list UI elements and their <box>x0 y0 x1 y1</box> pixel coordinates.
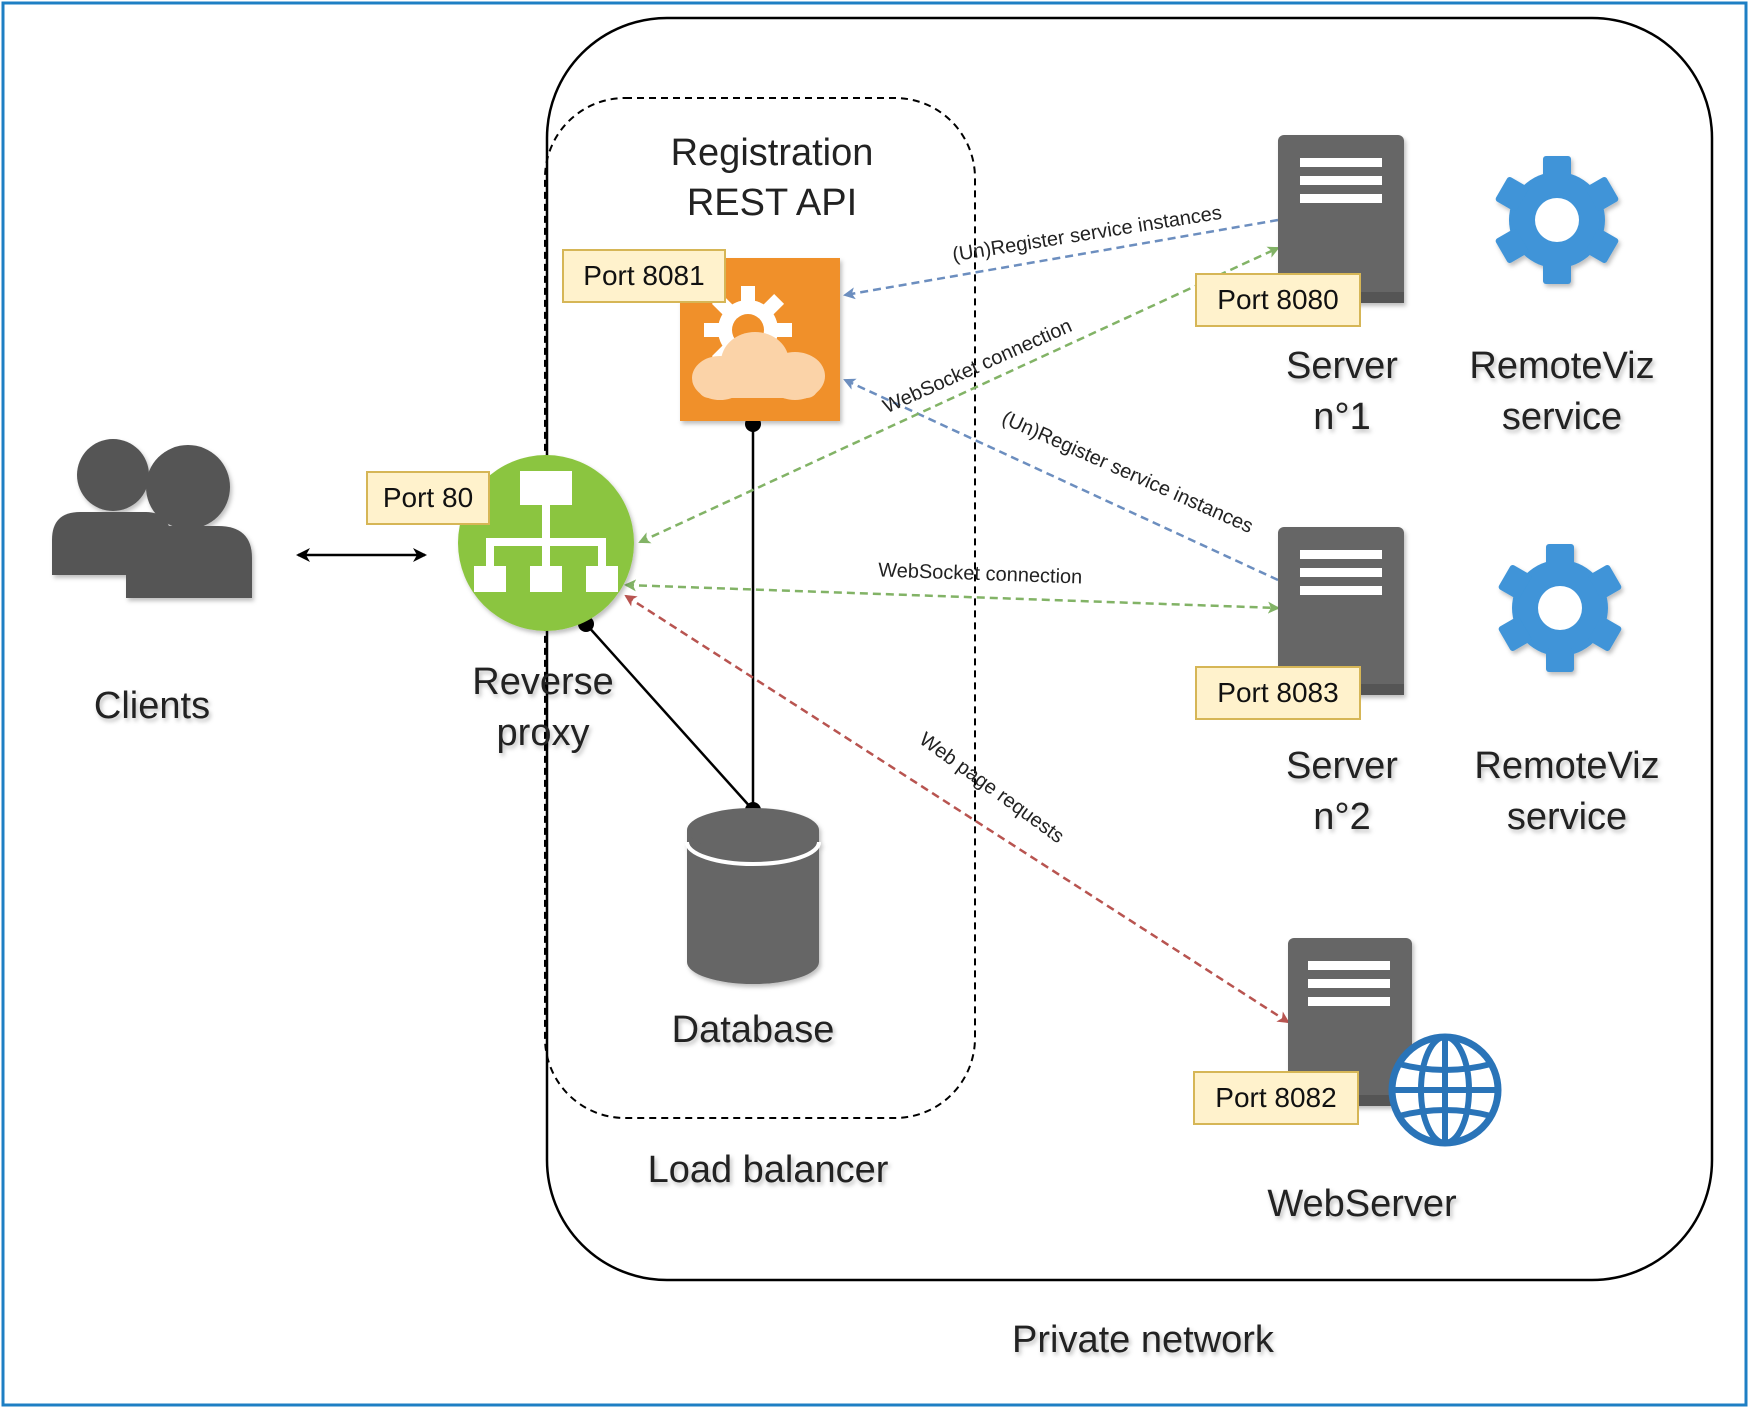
port-badge-server1: Port 8080 <box>1195 273 1361 327</box>
port-label-rest-api: Port 8081 <box>583 260 704 291</box>
service2-label-line1: RemoteViz <box>1474 745 1659 787</box>
port-label-server2: Port 8083 <box>1217 677 1338 708</box>
server2-label-line1: Server <box>1286 745 1398 787</box>
port-badge-webserver: Port 8082 <box>1193 1071 1359 1125</box>
port-label-proxy: Port 80 <box>383 482 473 513</box>
database-label: Database <box>672 1009 835 1051</box>
load-balancer-container <box>544 97 976 1119</box>
database-icon[interactable] <box>685 808 821 984</box>
registration-label-line1: Registration <box>671 132 874 174</box>
port-badge-rest-api: Port 8081 <box>562 249 726 303</box>
registration-label-line2: REST API <box>687 182 857 224</box>
sitemap-icon[interactable] <box>458 455 634 631</box>
service1-label-line2: service <box>1502 396 1622 438</box>
users-icon <box>52 439 252 598</box>
service1-label-line1: RemoteViz <box>1469 345 1654 387</box>
private-network-label: Private network <box>1012 1319 1275 1361</box>
port-label-webserver: Port 8082 <box>1215 1082 1336 1113</box>
websocket-edge-1 <box>638 246 1280 544</box>
gear-icon[interactable] <box>1498 544 1623 672</box>
port-label-server1: Port 8080 <box>1217 284 1338 315</box>
port-badge-proxy: Port 80 <box>366 471 490 525</box>
gear-icon[interactable] <box>1495 156 1620 284</box>
server1-label-line2: n°1 <box>1313 396 1370 438</box>
load-balancer-label: Load balancer <box>648 1149 889 1191</box>
globe-icon <box>1388 1033 1502 1147</box>
clients-label: Clients <box>94 685 210 727</box>
web-requests-edge <box>624 594 1290 1024</box>
port-badge-server2: Port 8083 <box>1195 666 1361 720</box>
reverse-proxy-label-line2: proxy <box>497 712 590 754</box>
webserver-label: WebServer <box>1267 1183 1457 1225</box>
reverse-proxy-label-line1: Reverse <box>472 661 614 703</box>
cloud-gear-icon[interactable] <box>680 258 840 421</box>
server2-label-line2: n°2 <box>1313 796 1370 838</box>
service2-label-line2: service <box>1507 796 1627 838</box>
server1-label-line1: Server <box>1286 345 1398 387</box>
